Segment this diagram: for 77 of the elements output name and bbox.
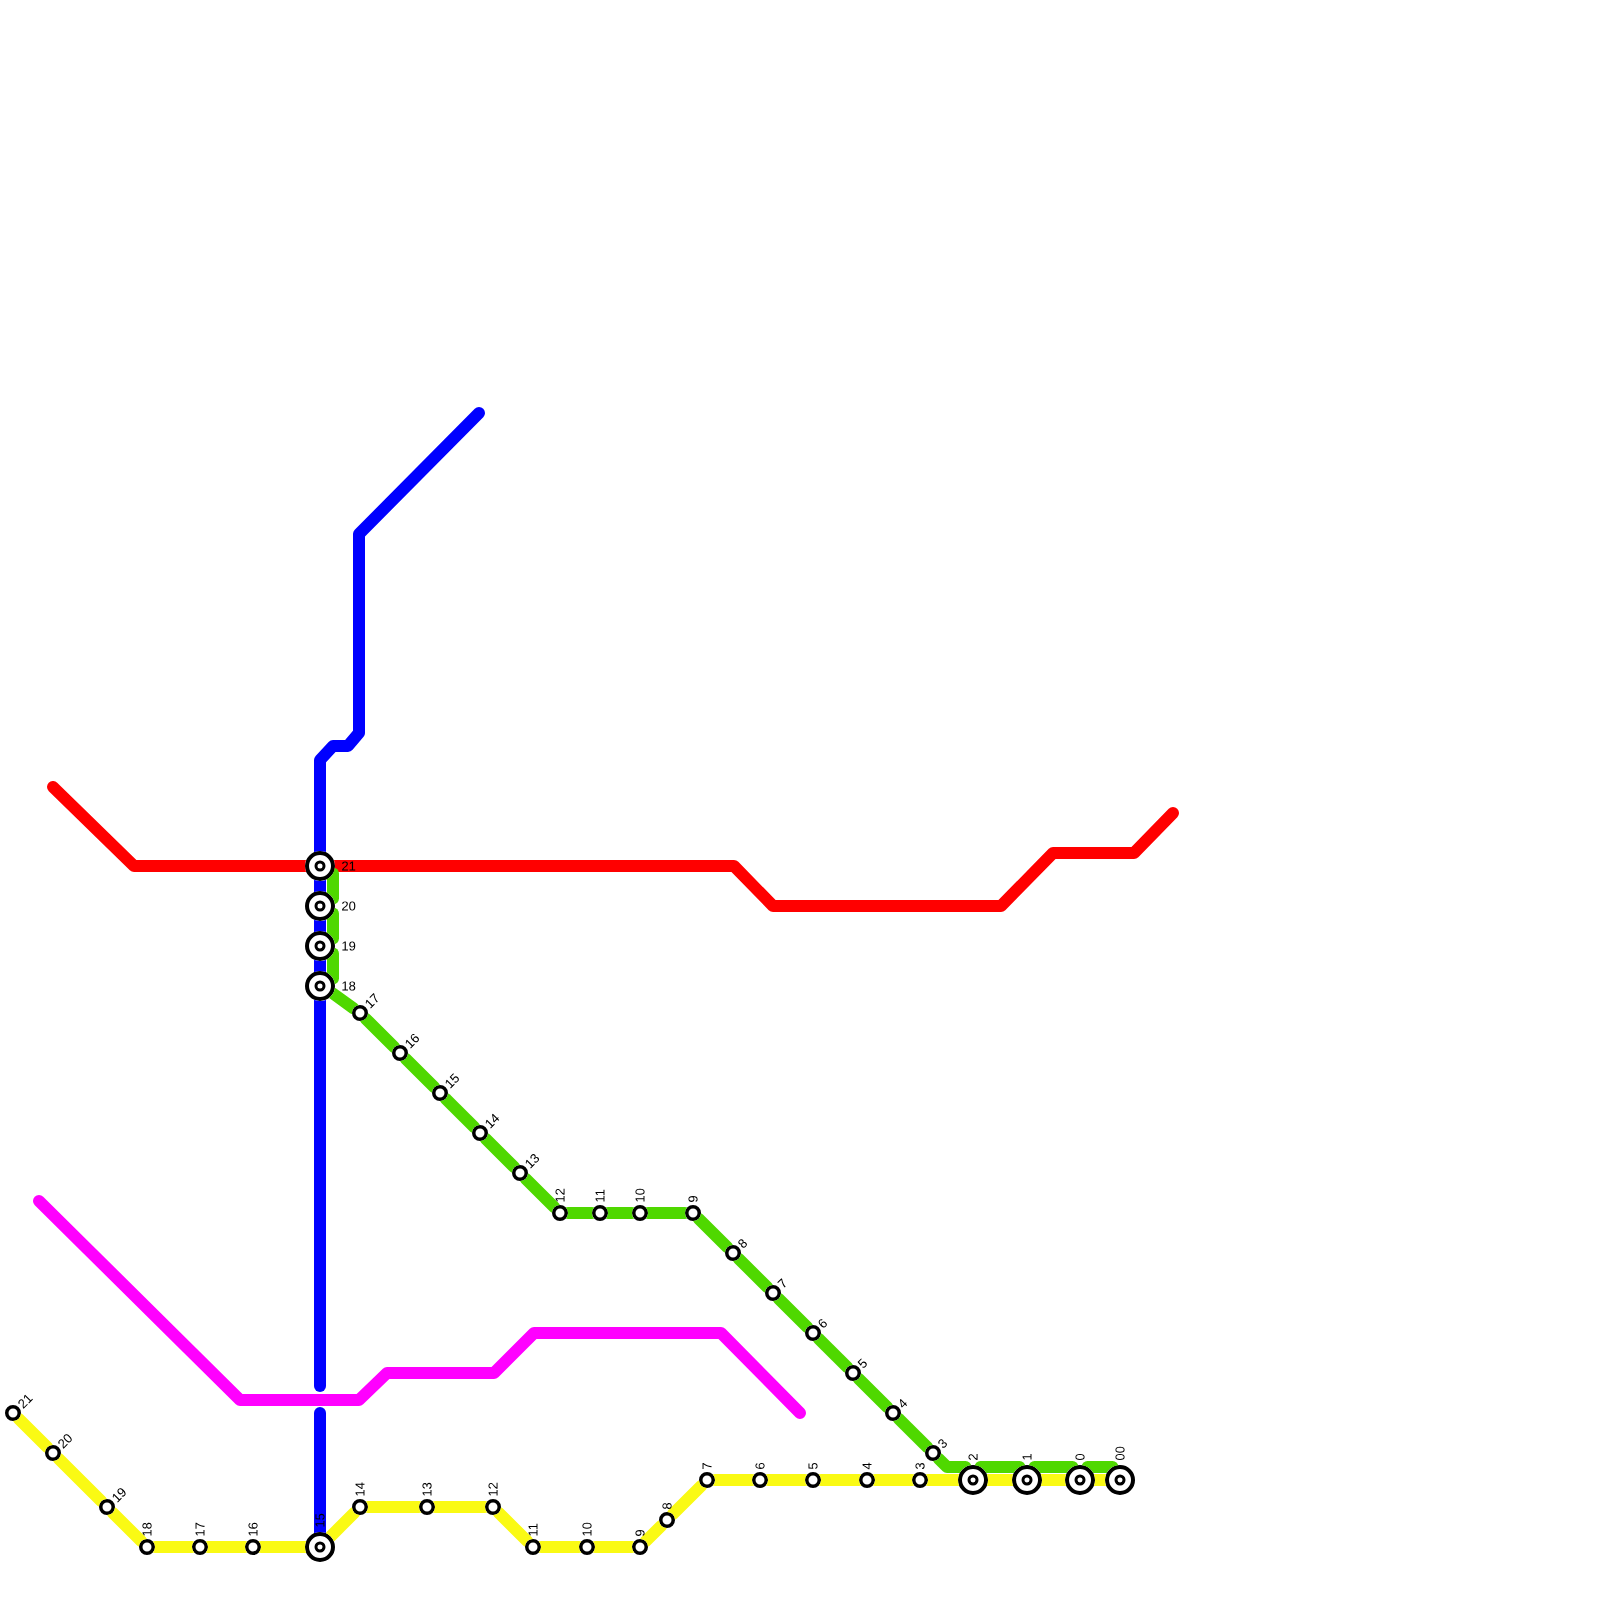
station-label: 19 [342,941,356,951]
station-label: 1 [1022,1454,1032,1460]
station-label: 18 [342,981,356,991]
station-label: 17 [195,1522,205,1536]
route-line [327,947,339,985]
route-line [812,1332,854,1374]
station-label: 21 [18,1394,33,1409]
interchange-circle [305,891,335,921]
station-label: 5 [808,1462,818,1470]
route-line [852,1372,894,1414]
station-label: 3 [938,1439,947,1448]
route-line [52,1452,108,1508]
station-label: 14 [355,1482,365,1496]
station-label: 13 [525,1154,540,1169]
route-line [327,867,339,905]
route-line [324,1506,361,1543]
station-label: 6 [755,1462,765,1469]
route-line [974,1461,1026,1473]
station-label: 20 [58,1434,72,1449]
station-label: 18 [142,1522,152,1536]
interchange-circle [305,971,335,1001]
station-label: 13 [422,1482,432,1496]
interchange-circle [305,851,335,881]
station-label: 7 [702,1463,712,1469]
route-line [399,1052,441,1094]
station-label: 21 [342,861,356,871]
route-line [106,1506,148,1548]
station-label: 8 [738,1239,747,1248]
route-line [12,1412,54,1454]
route-line [479,1132,521,1174]
route-line [892,1412,934,1454]
interchange-circle [1012,1465,1042,1495]
station-label: 20 [342,901,356,911]
station-label: 11 [528,1523,538,1536]
station-label: 4 [899,1398,908,1408]
interchange-circle [305,1532,335,1562]
route-line [1028,1461,1079,1473]
station-label: 2 [968,1454,978,1460]
station-label: 10 [582,1522,592,1536]
interchange-circle [1065,1465,1095,1495]
station-label: 3 [915,1462,925,1470]
station-label: 9 [635,1530,645,1536]
station-label: 7 [777,1278,786,1288]
interchange-circle [305,931,335,961]
route-line [1081,1461,1119,1473]
route-line [732,1252,774,1294]
route-line [932,1452,972,1473]
station-label: 4 [862,1462,872,1470]
route-line [772,1292,814,1334]
station-label: 0 [1075,1453,1085,1461]
route-line [359,1012,401,1054]
station-label: 12 [555,1188,565,1202]
route-line [492,1506,534,1548]
route-line [519,1172,561,1214]
route-line [327,907,339,945]
station-label: 10 [635,1188,645,1202]
station-label: 16 [405,1034,419,1049]
station-label: 14 [485,1113,500,1129]
station-label: 16 [248,1522,258,1536]
station-label: 5 [857,1358,867,1368]
station-label: 6 [818,1319,827,1328]
station-label: 11 [595,1189,605,1202]
interchange-circle [958,1465,988,1495]
station-label: 8 [662,1502,672,1510]
station-label: 00 [1115,1446,1125,1461]
route-line [439,1092,481,1134]
station-label: 19 [112,1488,126,1503]
route-line [327,987,360,1015]
station-label: 17 [365,993,378,1009]
interchange-circle [1105,1465,1135,1495]
station-label: 15 [445,1073,459,1089]
route-line [692,1212,734,1254]
station-label: 15 [315,1513,325,1527]
route-line [666,1479,708,1521]
station-label: 12 [488,1482,498,1496]
station-label: 9 [688,1196,698,1202]
route-line [639,1519,668,1548]
